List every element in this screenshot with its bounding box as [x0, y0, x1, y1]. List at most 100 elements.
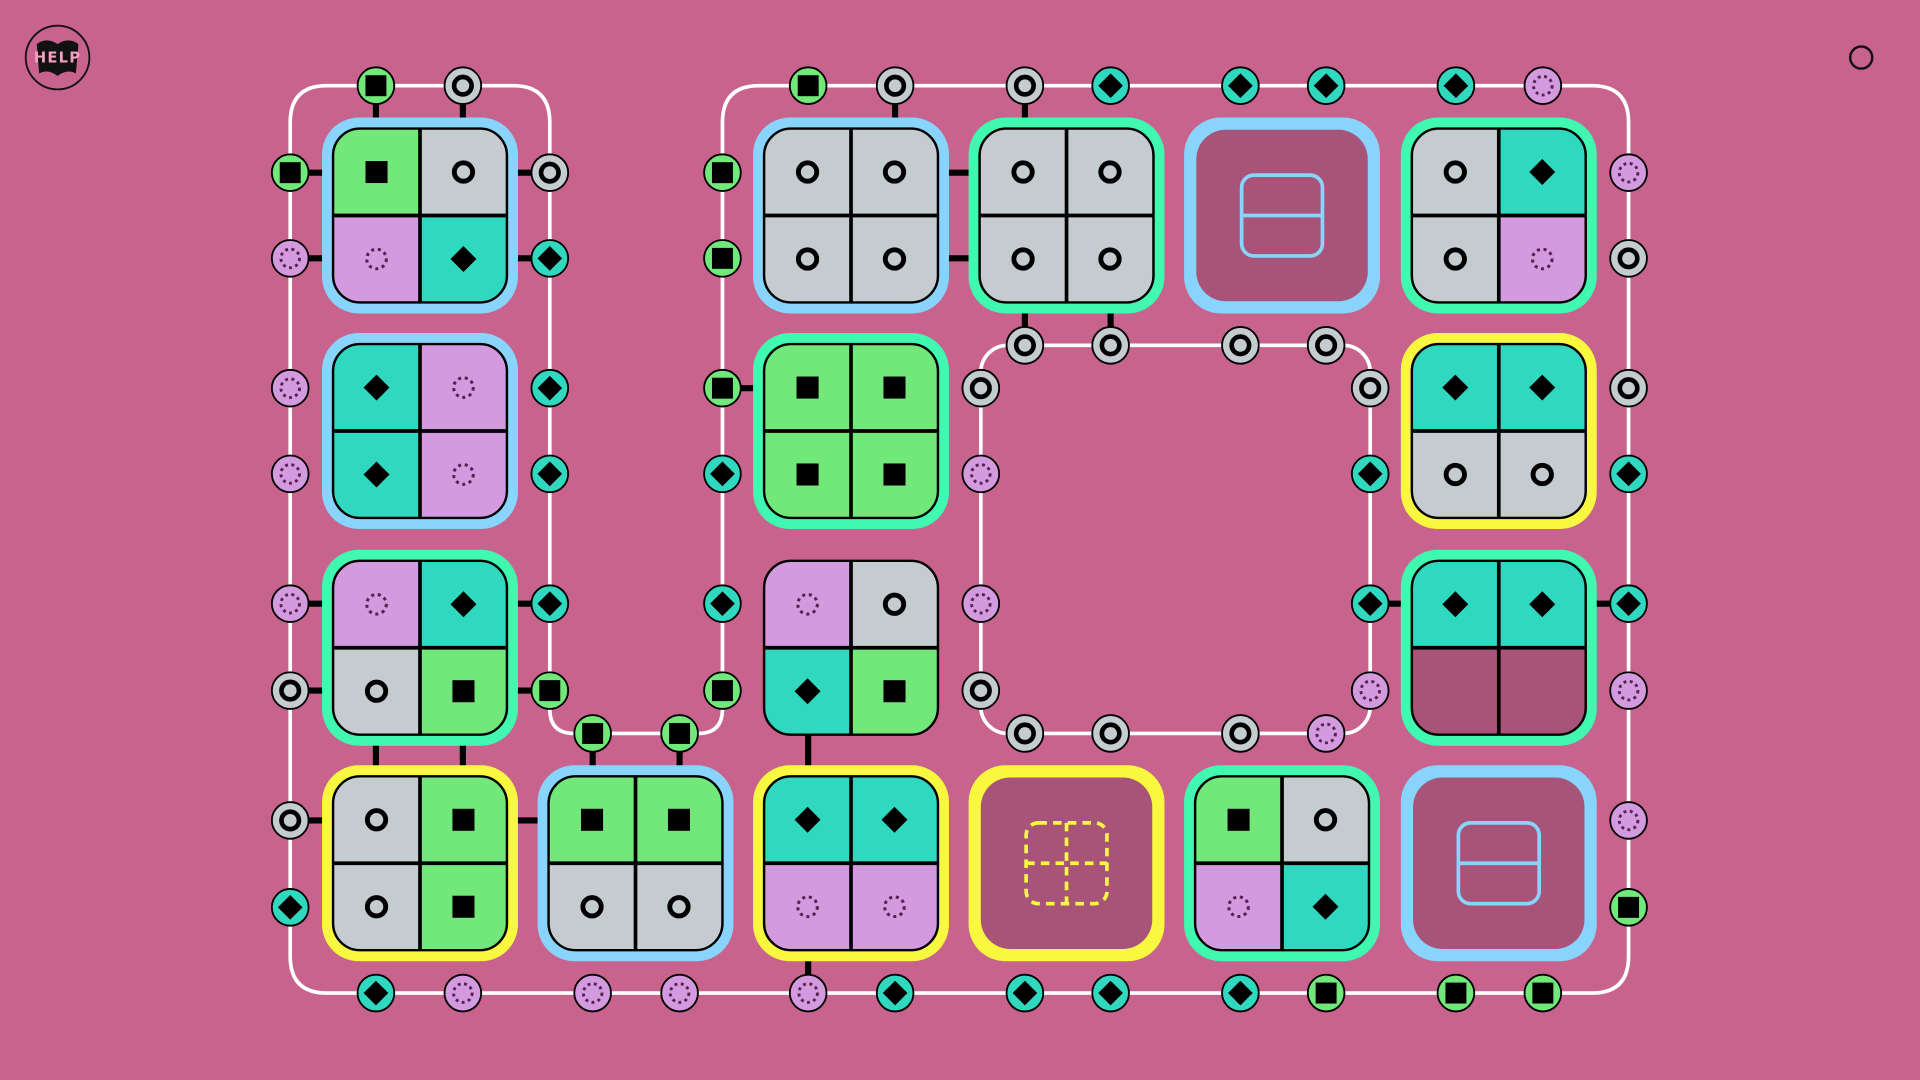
tile-D1[interactable] — [968, 117, 1165, 314]
peg-dots[interactable] — [1350, 671, 1390, 710]
tile-cell-empty — [1498, 647, 1586, 735]
menu-circle-button[interactable] — [1848, 45, 1874, 70]
ring-icon — [1229, 722, 1252, 745]
peg-ring[interactable] — [1005, 326, 1045, 365]
tile-F1[interactable] — [1400, 117, 1597, 314]
help-button[interactable]: HELP — [24, 24, 91, 91]
peg-diamond[interactable] — [703, 454, 742, 494]
square-icon — [581, 808, 604, 831]
tile-A2[interactable] — [322, 333, 518, 529]
peg-ring[interactable] — [1221, 714, 1260, 753]
tile-A3[interactable] — [322, 549, 518, 746]
peg-diamond[interactable] — [530, 454, 570, 494]
peg-ring[interactable] — [961, 671, 1001, 710]
peg-dots[interactable] — [270, 239, 310, 278]
peg-ring[interactable] — [1609, 368, 1648, 408]
peg-diamond[interactable] — [1091, 973, 1130, 1013]
peg-square[interactable] — [1609, 888, 1648, 927]
dots-icon — [1617, 679, 1640, 702]
tile-E1[interactable] — [1184, 117, 1380, 314]
ring-icon — [1617, 377, 1640, 400]
peg-ring[interactable] — [1221, 326, 1260, 365]
peg-dots[interactable] — [270, 368, 310, 408]
peg-ring[interactable] — [443, 66, 483, 106]
peg-diamond[interactable] — [530, 368, 570, 408]
peg-ring[interactable] — [1350, 368, 1390, 408]
peg-square[interactable] — [703, 239, 742, 278]
tile-F3[interactable] — [1400, 549, 1597, 746]
peg-dots[interactable] — [573, 973, 612, 1013]
tile-C3[interactable] — [762, 559, 940, 736]
peg-dots[interactable] — [1306, 714, 1346, 753]
peg-diamond[interactable] — [1609, 584, 1648, 623]
peg-dots[interactable] — [1609, 153, 1648, 192]
peg-diamond[interactable] — [530, 239, 570, 278]
ring-icon — [1313, 808, 1338, 832]
peg-square[interactable] — [703, 368, 742, 408]
dots-icon — [1359, 679, 1381, 702]
peg-dots[interactable] — [443, 973, 483, 1013]
peg-diamond[interactable] — [530, 584, 570, 623]
peg-ring[interactable] — [1306, 326, 1346, 365]
peg-diamond[interactable] — [1350, 454, 1390, 494]
peg-dots[interactable] — [788, 973, 828, 1013]
peg-ring[interactable] — [1005, 714, 1045, 753]
peg-diamond[interactable] — [1306, 66, 1346, 106]
peg-square[interactable] — [1523, 973, 1563, 1013]
tile-C1[interactable] — [753, 117, 949, 314]
peg-ring[interactable] — [1091, 326, 1130, 365]
square-icon — [1227, 808, 1250, 831]
tile-E4[interactable] — [1184, 765, 1380, 962]
peg-dots[interactable] — [961, 454, 1001, 494]
peg-square[interactable] — [1306, 973, 1346, 1013]
peg-diamond[interactable] — [1221, 66, 1260, 106]
peg-square[interactable] — [788, 66, 828, 106]
tile-B4[interactable] — [537, 765, 734, 962]
peg-square[interactable] — [1436, 973, 1476, 1013]
ring-icon — [1013, 334, 1036, 357]
tile-C4[interactable] — [753, 765, 949, 962]
tile-F4[interactable] — [1400, 765, 1597, 962]
peg-diamond[interactable] — [703, 584, 742, 623]
peg-square[interactable] — [703, 153, 742, 192]
ring-icon — [580, 895, 604, 919]
peg-diamond[interactable] — [356, 973, 396, 1013]
peg-ring[interactable] — [1609, 239, 1648, 278]
peg-square[interactable] — [573, 714, 612, 753]
peg-ring[interactable] — [1091, 714, 1130, 753]
peg-ring[interactable] — [270, 801, 310, 840]
peg-dots[interactable] — [961, 584, 1001, 623]
peg-square[interactable] — [703, 671, 742, 710]
ring-icon — [1229, 334, 1252, 357]
tile-A4[interactable] — [322, 765, 518, 962]
peg-ring[interactable] — [875, 66, 915, 106]
peg-square[interactable] — [270, 153, 310, 192]
peg-dots[interactable] — [1609, 671, 1648, 710]
tile-D4[interactable] — [968, 765, 1165, 962]
peg-dots[interactable] — [1609, 801, 1648, 840]
peg-dots[interactable] — [660, 973, 699, 1013]
peg-diamond[interactable] — [1436, 66, 1476, 106]
peg-dots[interactable] — [1523, 66, 1563, 106]
peg-square[interactable] — [530, 671, 570, 710]
peg-square[interactable] — [660, 714, 699, 753]
peg-diamond[interactable] — [1221, 973, 1260, 1013]
peg-square[interactable] — [356, 66, 396, 106]
peg-ring[interactable] — [270, 671, 310, 710]
tile-F2[interactable] — [1400, 333, 1597, 529]
peg-diamond[interactable] — [1091, 66, 1130, 106]
peg-diamond[interactable] — [1005, 973, 1045, 1013]
peg-diamond[interactable] — [1609, 454, 1648, 494]
peg-dots[interactable] — [270, 584, 310, 623]
peg-diamond[interactable] — [270, 888, 310, 927]
peg-ring[interactable] — [530, 153, 570, 192]
tile-A1[interactable] — [322, 117, 518, 314]
peg-diamond[interactable] — [1350, 584, 1390, 623]
square-icon — [365, 161, 388, 184]
peg-dots[interactable] — [270, 454, 310, 494]
peg-ring[interactable] — [1005, 66, 1045, 106]
tile-C2[interactable] — [753, 333, 949, 529]
peg-diamond[interactable] — [875, 973, 915, 1013]
tile-cell-dots — [1195, 863, 1283, 951]
peg-ring[interactable] — [961, 368, 1001, 408]
